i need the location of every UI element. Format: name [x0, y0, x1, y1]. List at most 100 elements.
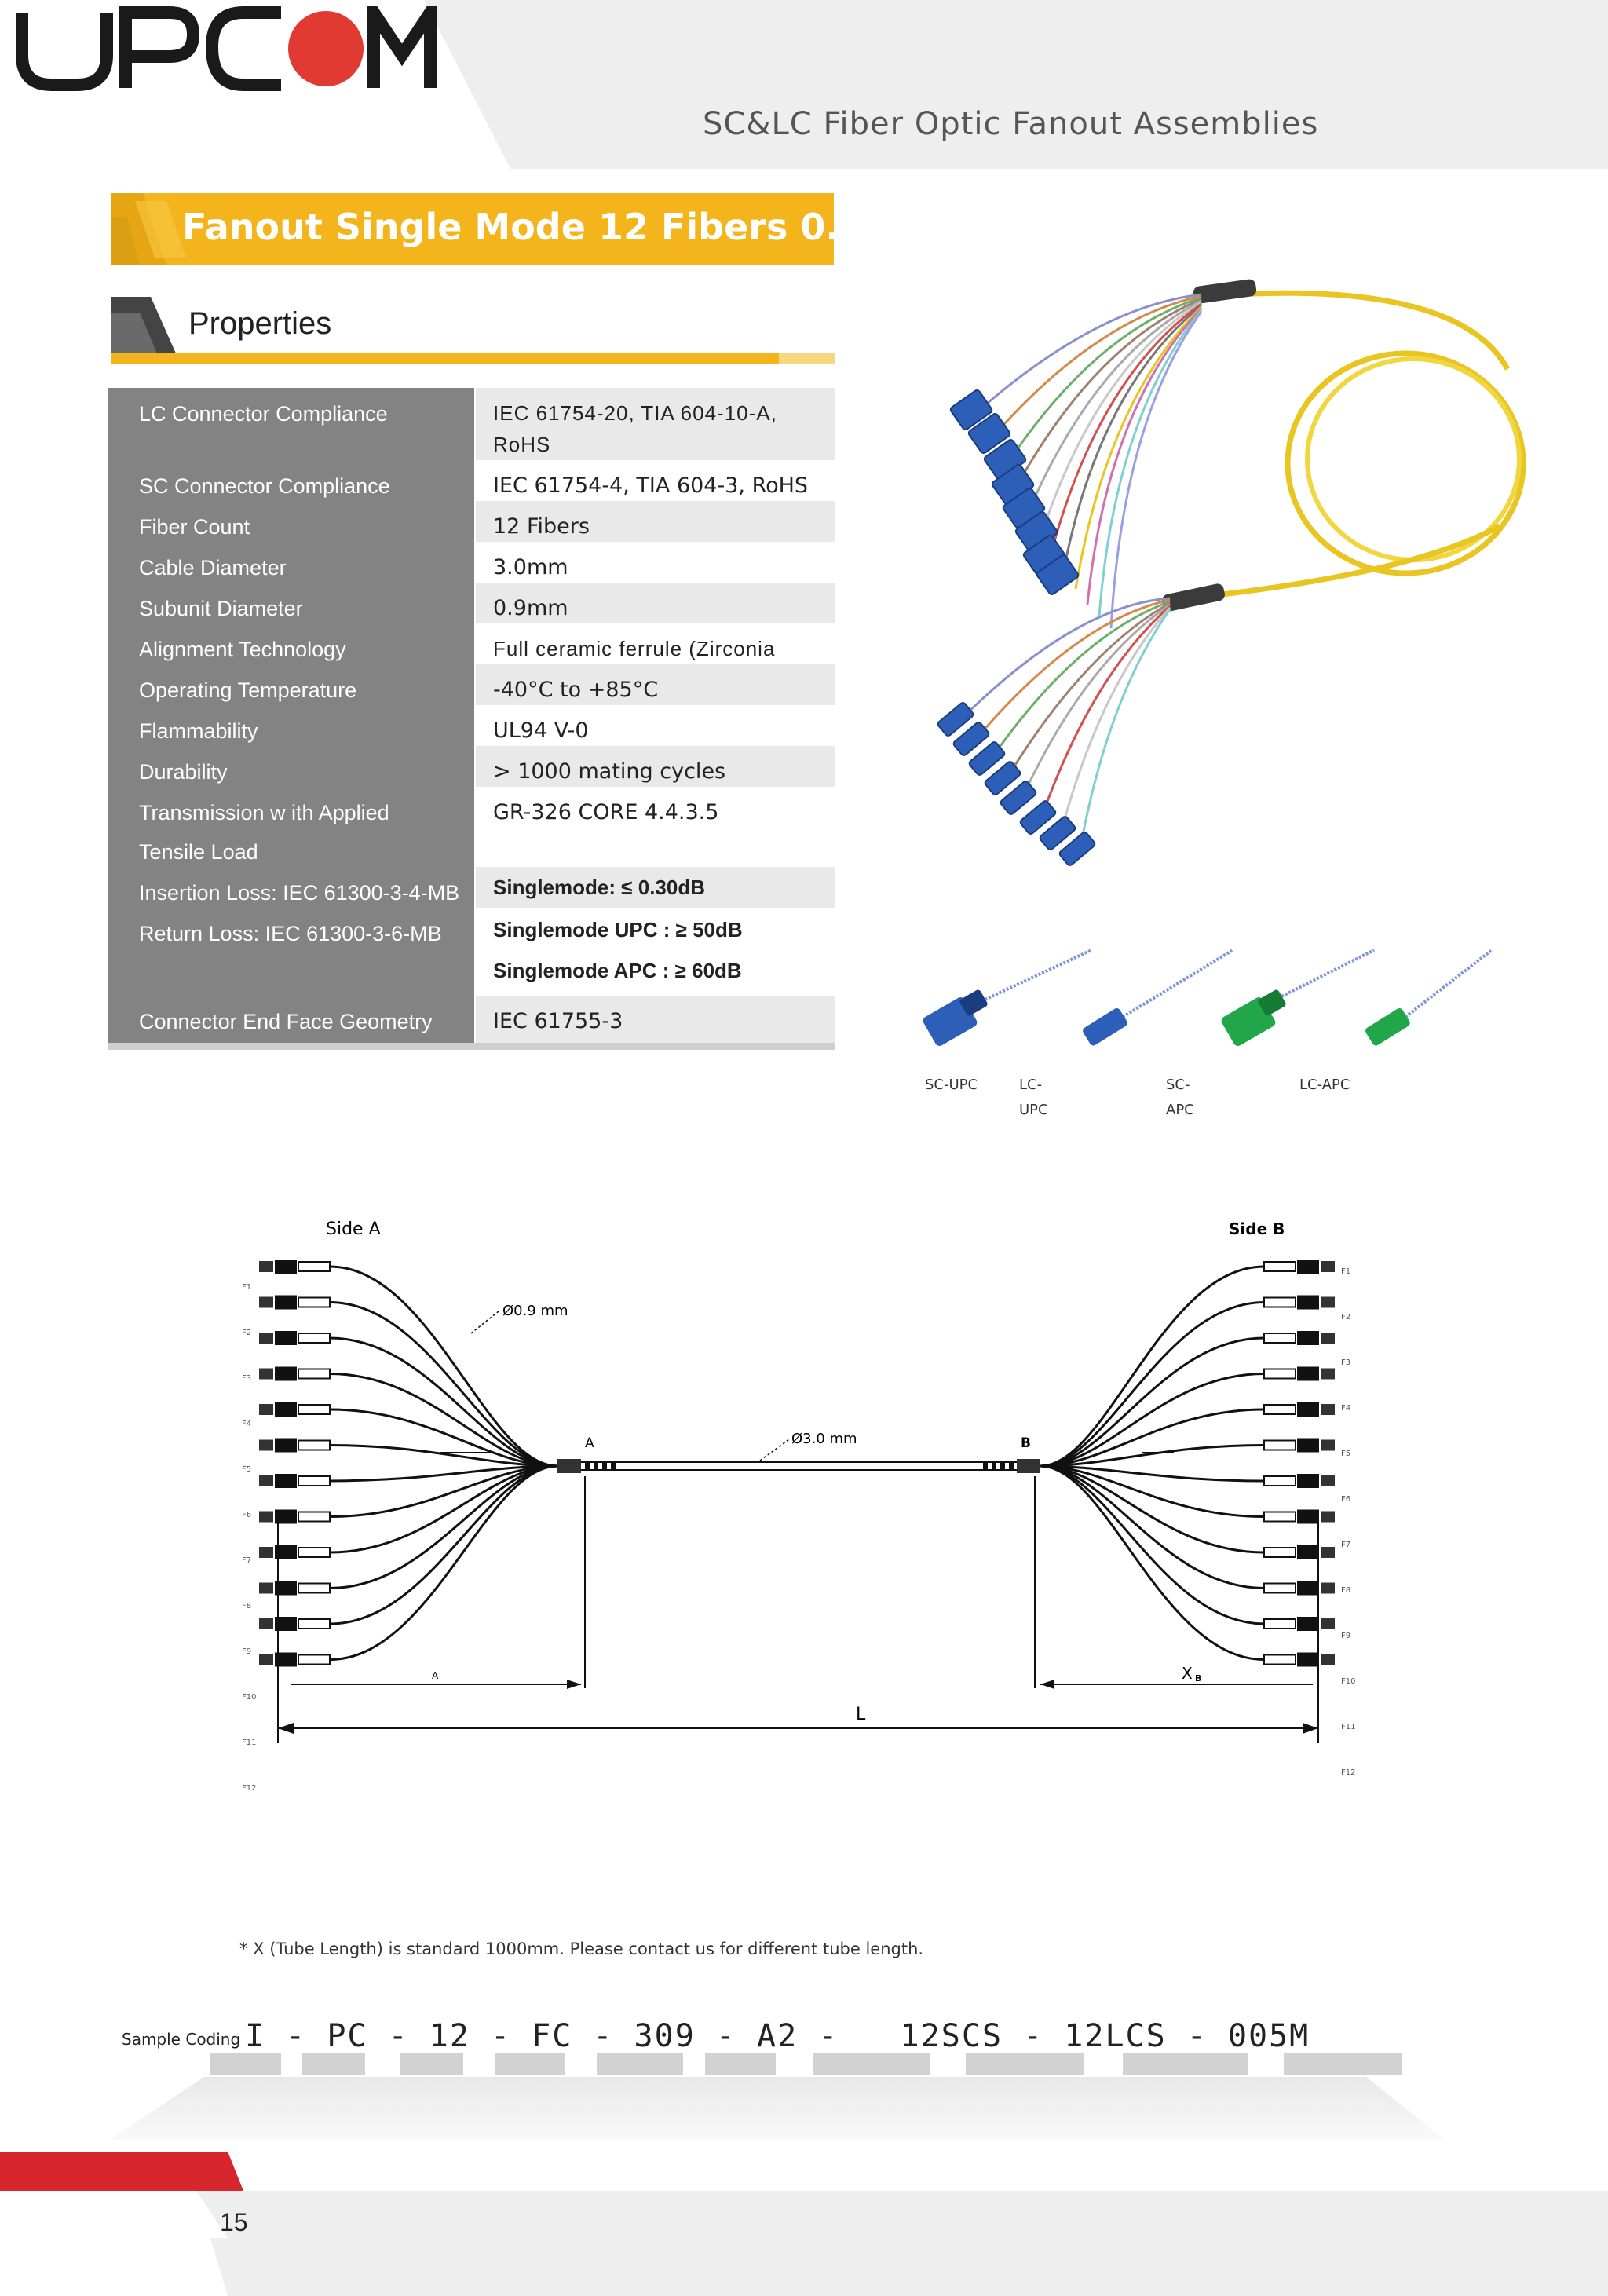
table-row: Flammability UL94 V-0 [108, 705, 835, 746]
connector-a [259, 1509, 331, 1524]
connector-b [1263, 1652, 1335, 1667]
property-label: Subunit Diameter [139, 597, 303, 620]
fiber-line [329, 1444, 558, 1468]
fiber-line [329, 1464, 558, 1483]
property-value: -40°C to +85°C [493, 678, 659, 702]
property-label: Durability [139, 760, 228, 784]
fiber-label: F7 [242, 1556, 251, 1565]
connector-b [1263, 1402, 1335, 1417]
property-label: Transmission w ith Applied Tensile Load [139, 801, 389, 864]
fiber-line [1040, 1464, 1265, 1483]
connector-b [1263, 1474, 1335, 1488]
fiber-line [1040, 1464, 1265, 1554]
property-label: Connector End Face Geometry [139, 1010, 433, 1033]
fiber-label: F12 [242, 1784, 256, 1793]
property-value: IEC 61754-4, TIA 604-3, RoHS [493, 473, 809, 498]
connector-type-label: SC- APC [1166, 1077, 1194, 1118]
fiber-line [329, 1373, 558, 1468]
connector-b [1263, 1331, 1335, 1345]
fiber-label: F1 [242, 1283, 251, 1292]
fiber-line [1040, 1265, 1265, 1468]
connector-b [1263, 1366, 1335, 1381]
table-row: Fiber Count 12 Fibers [108, 501, 835, 542]
property-label: Flammability [139, 719, 258, 743]
property-value: Singlemode: ≤ 0.30dB [493, 876, 705, 899]
main-cable [576, 1461, 1021, 1471]
fiber-line [1040, 1464, 1265, 1518]
table-row: Durability > 1000 mating cycles [108, 746, 835, 787]
connector-a [259, 1474, 331, 1488]
fiber-label: F5 [242, 1465, 251, 1474]
connector-b [1263, 1260, 1335, 1274]
connector-type-label: SC-UPC [925, 1077, 978, 1093]
connector-b [1263, 1509, 1335, 1524]
fanout-assembly-image [937, 279, 1526, 866]
connector-b [1263, 1438, 1335, 1453]
company-logo [16, 0, 440, 93]
fiber-label: F7 [1341, 1541, 1350, 1549]
dimension-xb-subscript: B [1195, 1673, 1201, 1684]
point-b-label: B [1021, 1435, 1031, 1451]
fiber-label: F6 [242, 1511, 251, 1519]
fiber-label: F3 [1341, 1358, 1350, 1367]
property-value: 12 Fibers [493, 514, 590, 539]
side-b-label: Side B [1229, 1219, 1285, 1238]
property-value: IEC 61755-3 [493, 1009, 623, 1033]
table-row: Subunit Diameter 0.9mm [108, 583, 835, 623]
connector-type-label: LC-APC [1299, 1077, 1350, 1093]
property-label: Operating Temperature [139, 678, 357, 702]
fiber-label: F9 [242, 1647, 251, 1656]
connector-b [1263, 1295, 1335, 1310]
fiber-label: F4 [1341, 1404, 1350, 1413]
table-row: Connector End Face Geometry IEC 61755-3 [108, 996, 835, 1043]
fiber-line [329, 1336, 558, 1468]
fiber-label: F2 [242, 1329, 251, 1337]
fiber-line [1040, 1444, 1265, 1468]
connector-b [1263, 1545, 1335, 1559]
fiber-line [1040, 1464, 1265, 1661]
property-label: LC Connector Compliance [139, 402, 388, 426]
property-label: Fiber Count [139, 515, 250, 539]
banner-title: Fanout Single Mode 12 Fibers 0.9mm [182, 206, 940, 248]
property-value: GR-326 CORE 4.4.3.5 [493, 800, 719, 824]
table-row: Cable Diameter 3.0mm [108, 542, 835, 583]
table-row: Alignment Technology Full ceramic ferrul… [108, 623, 835, 692]
fiber-line [329, 1464, 558, 1589]
side-a-label: Side A [326, 1219, 381, 1239]
fiber-label: F4 [242, 1420, 251, 1428]
fiber-line [329, 1464, 558, 1625]
fiber-label: F9 [1341, 1632, 1350, 1640]
property-label: Insertion Loss: IEC 61300-3-4-MB [139, 881, 460, 905]
page-number: 15 [220, 2208, 248, 2236]
dimension-xb-label: X [1182, 1664, 1193, 1683]
connector-a [259, 1652, 331, 1667]
fiber-label: F5 [1341, 1450, 1350, 1458]
fiber-line [1040, 1464, 1265, 1625]
dimension-l-label: L [856, 1705, 866, 1724]
fiber-label: F8 [242, 1602, 251, 1610]
fiber-label: F8 [1341, 1586, 1350, 1595]
side-b-connectors [1263, 1260, 1335, 1667]
document-title: SC&LC Fiber Optic Fanout Assemblies [703, 106, 1319, 142]
connector-a [259, 1366, 331, 1381]
property-label: SC Connector Compliance [139, 474, 390, 498]
property-label: Alignment Technology [139, 638, 346, 661]
side-a-fibers [329, 1265, 558, 1661]
property-value: > 1000 mating cycles [493, 759, 726, 784]
fiber-label: F3 [242, 1374, 251, 1383]
fiber-line [1040, 1301, 1265, 1468]
sample-coding-value: I - PC - 12 - FC - 309 - A2 - 12SCS - 12… [245, 2018, 1310, 2054]
dimension-a-label: A [432, 1670, 439, 1681]
fiber-line [329, 1265, 558, 1468]
connector-a [259, 1581, 331, 1596]
sample-coding-label: Sample Coding [122, 2030, 241, 2049]
table-bottom-rule [108, 1043, 835, 1050]
table-row: LC Connector Compliance IEC 61754-20, TI… [108, 388, 835, 460]
breakout-b [1017, 1459, 1040, 1473]
subunit-diameter-label: Ø0.9 mm [502, 1303, 568, 1319]
fiber-line [329, 1408, 558, 1468]
breakout-a [557, 1459, 581, 1473]
connector-types-image [923, 949, 1493, 1046]
point-a-label: A [585, 1435, 594, 1451]
